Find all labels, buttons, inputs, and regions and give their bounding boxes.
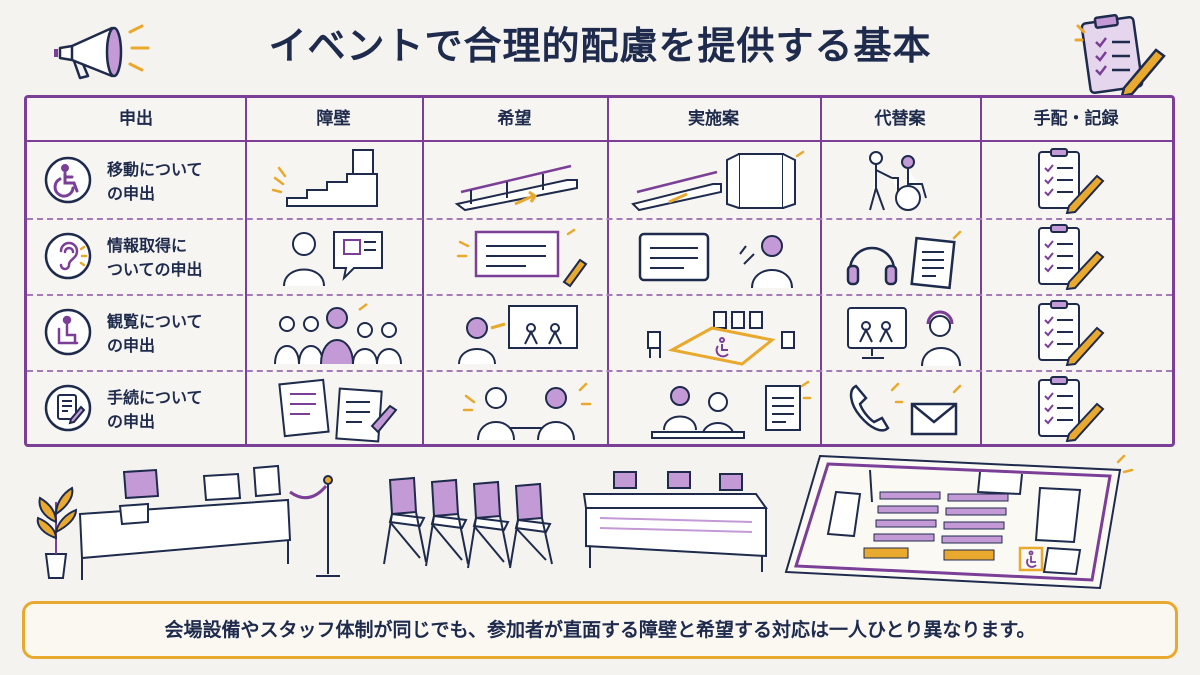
clipboard-record-icon (1038, 300, 1105, 366)
column-header-wish: 希望 (497, 109, 532, 129)
clipboard-record-icon (1038, 224, 1105, 290)
unreadable-slide-barrier-illustration (283, 231, 383, 287)
table-row: 移動について の申出 (27, 144, 245, 216)
column-header-alternative: 代替案 (874, 109, 926, 129)
counter-consultation-plan-illustration (651, 380, 812, 439)
wheelchair-icon (44, 156, 92, 204)
page-title: イベントで合理的配慮を提供する基本 (268, 24, 932, 68)
clipboard-checklist-icon (1074, 13, 1166, 98)
request-label-mobility: 移動について の申出 (107, 160, 203, 203)
folding-chairs-illustration (383, 476, 553, 569)
reserved-seat-plan-illustration (647, 311, 795, 366)
request-label-information: 情報取得に ついての申出 (107, 236, 203, 279)
clipboard-record-icon (1038, 148, 1105, 214)
request-label-viewing: 観覧について の申出 (107, 312, 203, 355)
front-view-wish-illustration (458, 305, 578, 365)
table-row: 観覧について の申出 (27, 296, 245, 368)
clipboard-record-icon (1038, 376, 1105, 442)
reception-desk-illustration (36, 464, 340, 580)
column-header-record: 手配・記録 (1033, 109, 1119, 129)
stairs-barrier-illustration (271, 149, 378, 207)
phone-and-mail-alternative-illustration (849, 382, 962, 436)
complex-form-barrier-illustration (278, 378, 398, 443)
captioned-screen-wish-illustration (456, 228, 588, 288)
footer-note: 会場設備やスタッフ体制が同じでも、参加者が直面する障壁と希望する対応は一人ひとり… (22, 601, 1178, 659)
megaphone-icon (54, 24, 150, 80)
accommodation-table: 申出 障壁 希望 実施案 代替案 手配・記録 移動について の申出 情報取得に … (24, 95, 1175, 447)
screen-and-interpreter-plan-illustration (638, 232, 793, 289)
request-label-procedure: 手続について の申出 (107, 388, 203, 431)
column-header-barrier: 障壁 (316, 109, 351, 129)
long-table-illustration (582, 471, 768, 572)
headphones-and-notes-alternative-illustration (846, 230, 962, 290)
venue-floor-plan-illustration (784, 454, 1134, 590)
ramp-and-door-plan-illustration (631, 150, 805, 212)
consultation-wish-illustration (462, 382, 592, 441)
ramp-wish-illustration (454, 164, 578, 212)
column-header-plan: 実施案 (688, 109, 739, 129)
hearing-icon (44, 232, 92, 280)
blocked-view-barrier-illustration (274, 303, 402, 365)
seated-person-icon (44, 308, 92, 356)
column-header-request: 申出 (119, 109, 153, 129)
table-row: 手続について の申出 (27, 372, 245, 444)
assisted-wheelchair-alternative-illustration (869, 151, 927, 211)
monitor-viewing-alternative-illustration (847, 307, 961, 367)
document-pen-icon (44, 384, 92, 432)
table-row: 情報取得に ついての申出 (27, 220, 245, 292)
